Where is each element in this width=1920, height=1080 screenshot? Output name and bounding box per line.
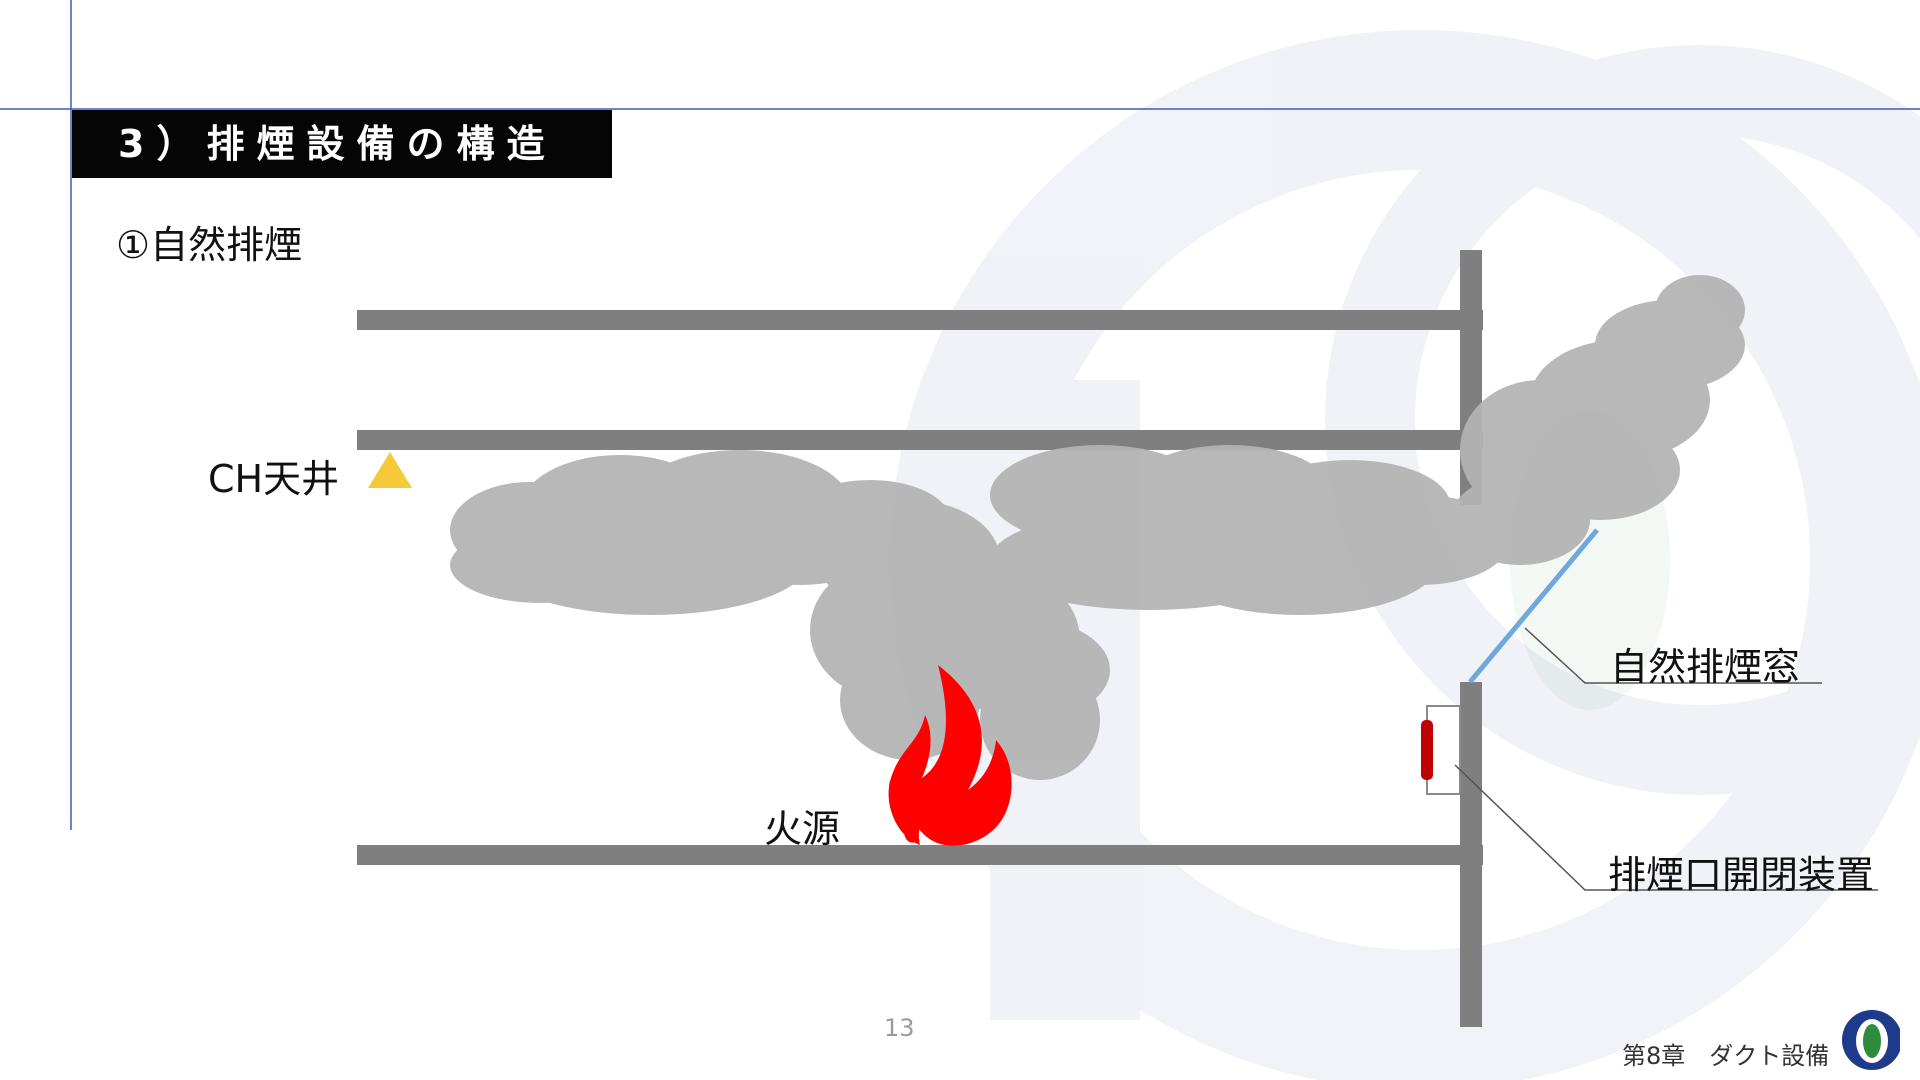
window-label: 自然排煙窓: [1610, 645, 1801, 689]
page-number: 13: [884, 1014, 915, 1042]
device-label: 排煙口開閉装置: [1608, 853, 1875, 897]
lower-exterior-wall: [1460, 682, 1482, 1027]
triangle-marker-icon: [368, 452, 412, 488]
window-leader-line: [1524, 627, 1822, 684]
building-section: [357, 250, 1483, 1027]
upper-floor-slab: [357, 310, 1483, 330]
ceiling-label: CH天井: [208, 457, 340, 501]
smoke-vent-device: [1421, 705, 1461, 795]
fire-source-label: 火源: [764, 807, 841, 851]
device-leader-line: [1454, 764, 1878, 891]
ceiling-slab: [357, 430, 1483, 450]
natural-smoke-window: [1468, 528, 1599, 684]
subtitle: ①自然排煙: [116, 223, 303, 267]
floor-slab: [357, 845, 1483, 865]
section-title: 3）排煙設備の構造: [72, 110, 612, 178]
footer-chapter: 第8章 ダクト設備: [1622, 1042, 1830, 1070]
leader-lines: [1454, 627, 1878, 891]
logo-icon: [1842, 1010, 1910, 1070]
smoke-cloud: [450, 275, 1745, 780]
fire-icon: [888, 665, 1012, 846]
